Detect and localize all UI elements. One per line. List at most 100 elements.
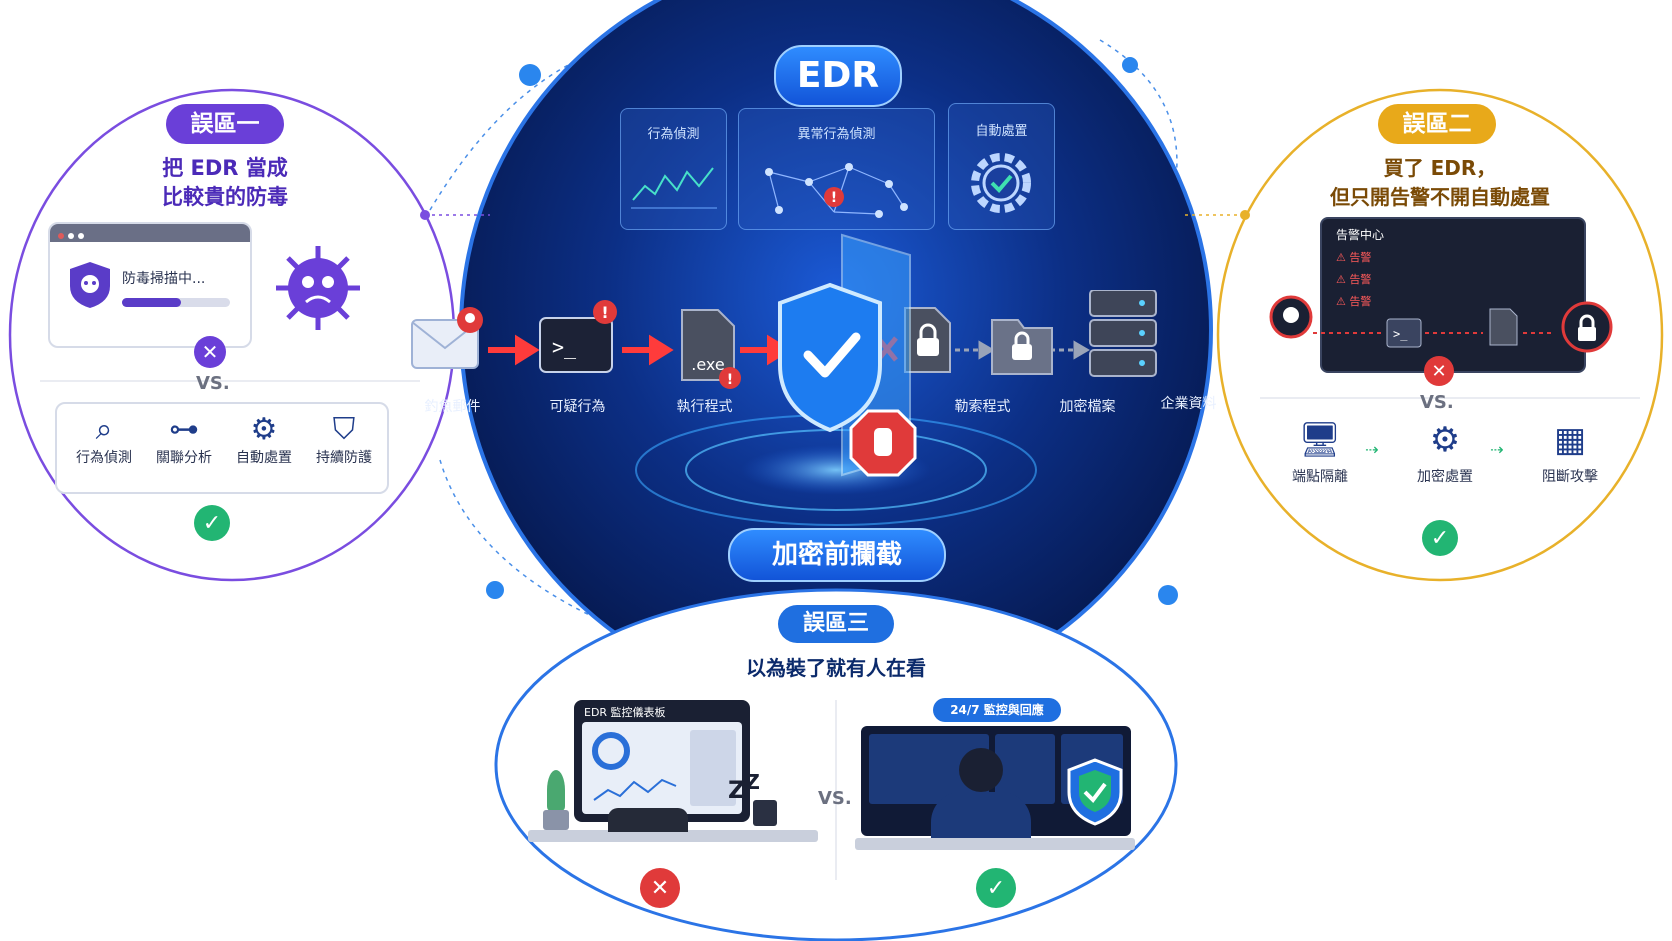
soc-desk-surface [855,838,1135,850]
flow-label-ransomware: 勒索程式 [954,399,1011,415]
dashboard-title: EDR 監控儀表板 [584,706,666,719]
dashed-arrow-icon: ⇢ [1365,440,1379,459]
scan-progress-fill [122,298,182,307]
donut-chart-icon [592,732,630,770]
analyst-head [959,748,1003,792]
shield-check-icon: ⛉ [332,412,356,447]
myth2-correct-icon: ✓ [1422,520,1458,556]
line-chart-icon [631,167,717,209]
feature-auto-response: 自動處置 [236,450,292,466]
myth2-badge: 誤區二 [1378,104,1496,144]
myth1-wrong-icon: ✕ [194,336,226,368]
myth2-wrong-icon: ✕ [1424,356,1454,386]
svg-text:!: ! [727,372,733,388]
panel-auto-response: 自動處置 [948,103,1055,230]
svg-text:!: ! [601,303,608,322]
window-titlebar [50,224,250,242]
sleep-zz: ZZ [728,770,760,804]
attack-flow: >_ ! .exe ! [411,290,1157,389]
alert-center-title: 告警中心 [1336,228,1385,242]
line-chart-icon [593,778,677,801]
flow-label-enterprise-data: 企業資料 [1160,396,1217,412]
encrypted-folder-icon [991,319,1053,375]
feature-behavior-detection: 行為偵測 [76,450,132,466]
flow-label-phishing: 釣魚郵件 [424,399,481,415]
svg-text:.exe: .exe [691,355,724,374]
scan-progress-bar [122,298,230,307]
soc-badge: 24/7 監控與回應 [933,698,1061,722]
intercept-banner: 加密前攔截 [728,528,946,582]
envelope-icon [411,307,483,369]
myth2-vs: VS. [1420,392,1454,413]
myth1-title-line2: 比較貴的防毒 [162,185,288,209]
myth3-title: 以為裝了就有人在看 [746,656,926,680]
soc-desk: 24/7 監控與回應 [855,698,1145,870]
network-graph-icon: ! [765,163,908,218]
panel-anomaly-detection-title: 異常行為偵測 [797,127,876,142]
myth3-correct-icon: ✓ [976,868,1016,908]
exe-file-icon: .exe ! [681,309,741,389]
terminal-icon: >_ ! [539,300,617,373]
alert-center-window: 告警中心 ⚠ 告警 ⚠ 告警 ⚠ 告警 [1320,217,1586,373]
sleep-z-1: Z [728,776,746,804]
myth1-badge: 誤區一 [166,104,284,144]
alert-row-1: ⚠ 告警 [1336,251,1372,264]
action-isolate: 端點隔離 [1292,469,1348,485]
alert-label-2: 告警 [1349,273,1372,286]
flow-label-execute: 執行程式 [676,399,733,415]
myth1-correct-icon: ✓ [194,505,230,541]
graph-nodes-icon: ⊶ [169,412,199,447]
desk [528,830,818,842]
alert-label-1: 告警 [1349,251,1372,264]
panel-anomaly-detection: 異常行為偵測 ! [738,108,935,230]
feature-correlation: 關聯分析 [156,450,212,466]
panel-behavior-detection-title: 行為偵測 [647,127,700,142]
gear-check-icon [971,153,1031,213]
av-scanning-text: 防毒掃描中... [122,271,206,287]
myth1-title-line1: 把 EDR 當成 [162,156,288,180]
flow-label-encrypted: 加密檔案 [1059,399,1116,415]
alert-label-3: 告警 [1349,295,1372,308]
plant-icon [543,770,569,830]
svg-text:>_: >_ [1393,327,1408,341]
dashed-arrow-icon: ⇢ [1490,440,1504,459]
myth2-actions: 🖥 端點隔離 ⚙ 加密處置 ▦ 阻斷攻擊 ⇢ ⇢ [1270,420,1630,505]
svg-text:>_: >_ [552,335,577,359]
action-block-attack: 阻斷攻擊 [1542,469,1598,485]
dashboard-side-panel [690,730,736,806]
myth3-badge: 誤區三 [778,605,894,643]
skull-shield-icon [70,262,110,308]
edr-title: EDR [774,45,902,107]
myth3-wrong-icon: ✕ [640,868,680,908]
myth2-title-line2: 但只開告警不開自動處置 [1330,185,1550,209]
dashboard-screen [582,722,742,814]
action-encrypt-response: 加密處置 [1417,469,1473,485]
myth3-vs: VS. [818,788,852,809]
monitor-shield-icon: 🖥 [1298,420,1342,460]
antivirus-window: 防毒掃描中... [48,222,252,348]
alert-only-flow: >_ [1269,295,1613,353]
search-chart-icon: ⌕ [95,412,113,447]
shield-check-icon [1067,758,1123,826]
unattended-desk: EDR 監控儀表板 ZZ [528,700,818,870]
gear-icon: ⚙ [1429,420,1461,460]
edr-dashboard-monitor: EDR 監控儀表板 [574,700,750,822]
svg-text:!: ! [831,190,837,206]
server-rack-icon [1089,290,1157,377]
empty-chair [608,808,688,832]
gear-icon: ⚙ [250,412,278,447]
analyst-body [931,792,1031,840]
panel-auto-response-title: 自動處置 [975,124,1028,139]
virus-icon [276,246,360,330]
myth1-vs: VS. [196,373,230,394]
alert-row-2: ⚠ 告警 [1336,273,1372,286]
stop-hand-icon [849,409,917,477]
myth2-title-line1: 買了 EDR， [1383,156,1497,180]
coffee-mug-icon [753,800,777,826]
alert-row-3: ⚠ 告警 [1336,295,1372,308]
sleep-z-2: Z [745,770,760,794]
edr-features-card: ⌕ 行為偵測 ⊶ 關聯分析 ⚙ 自動處置 ⛉ 持續防護 [55,402,389,494]
feature-continuous-protection: 持續防護 [316,450,372,466]
panel-behavior-detection: 行為偵測 [620,108,727,230]
firewall-icon: ▦ [1553,420,1587,460]
